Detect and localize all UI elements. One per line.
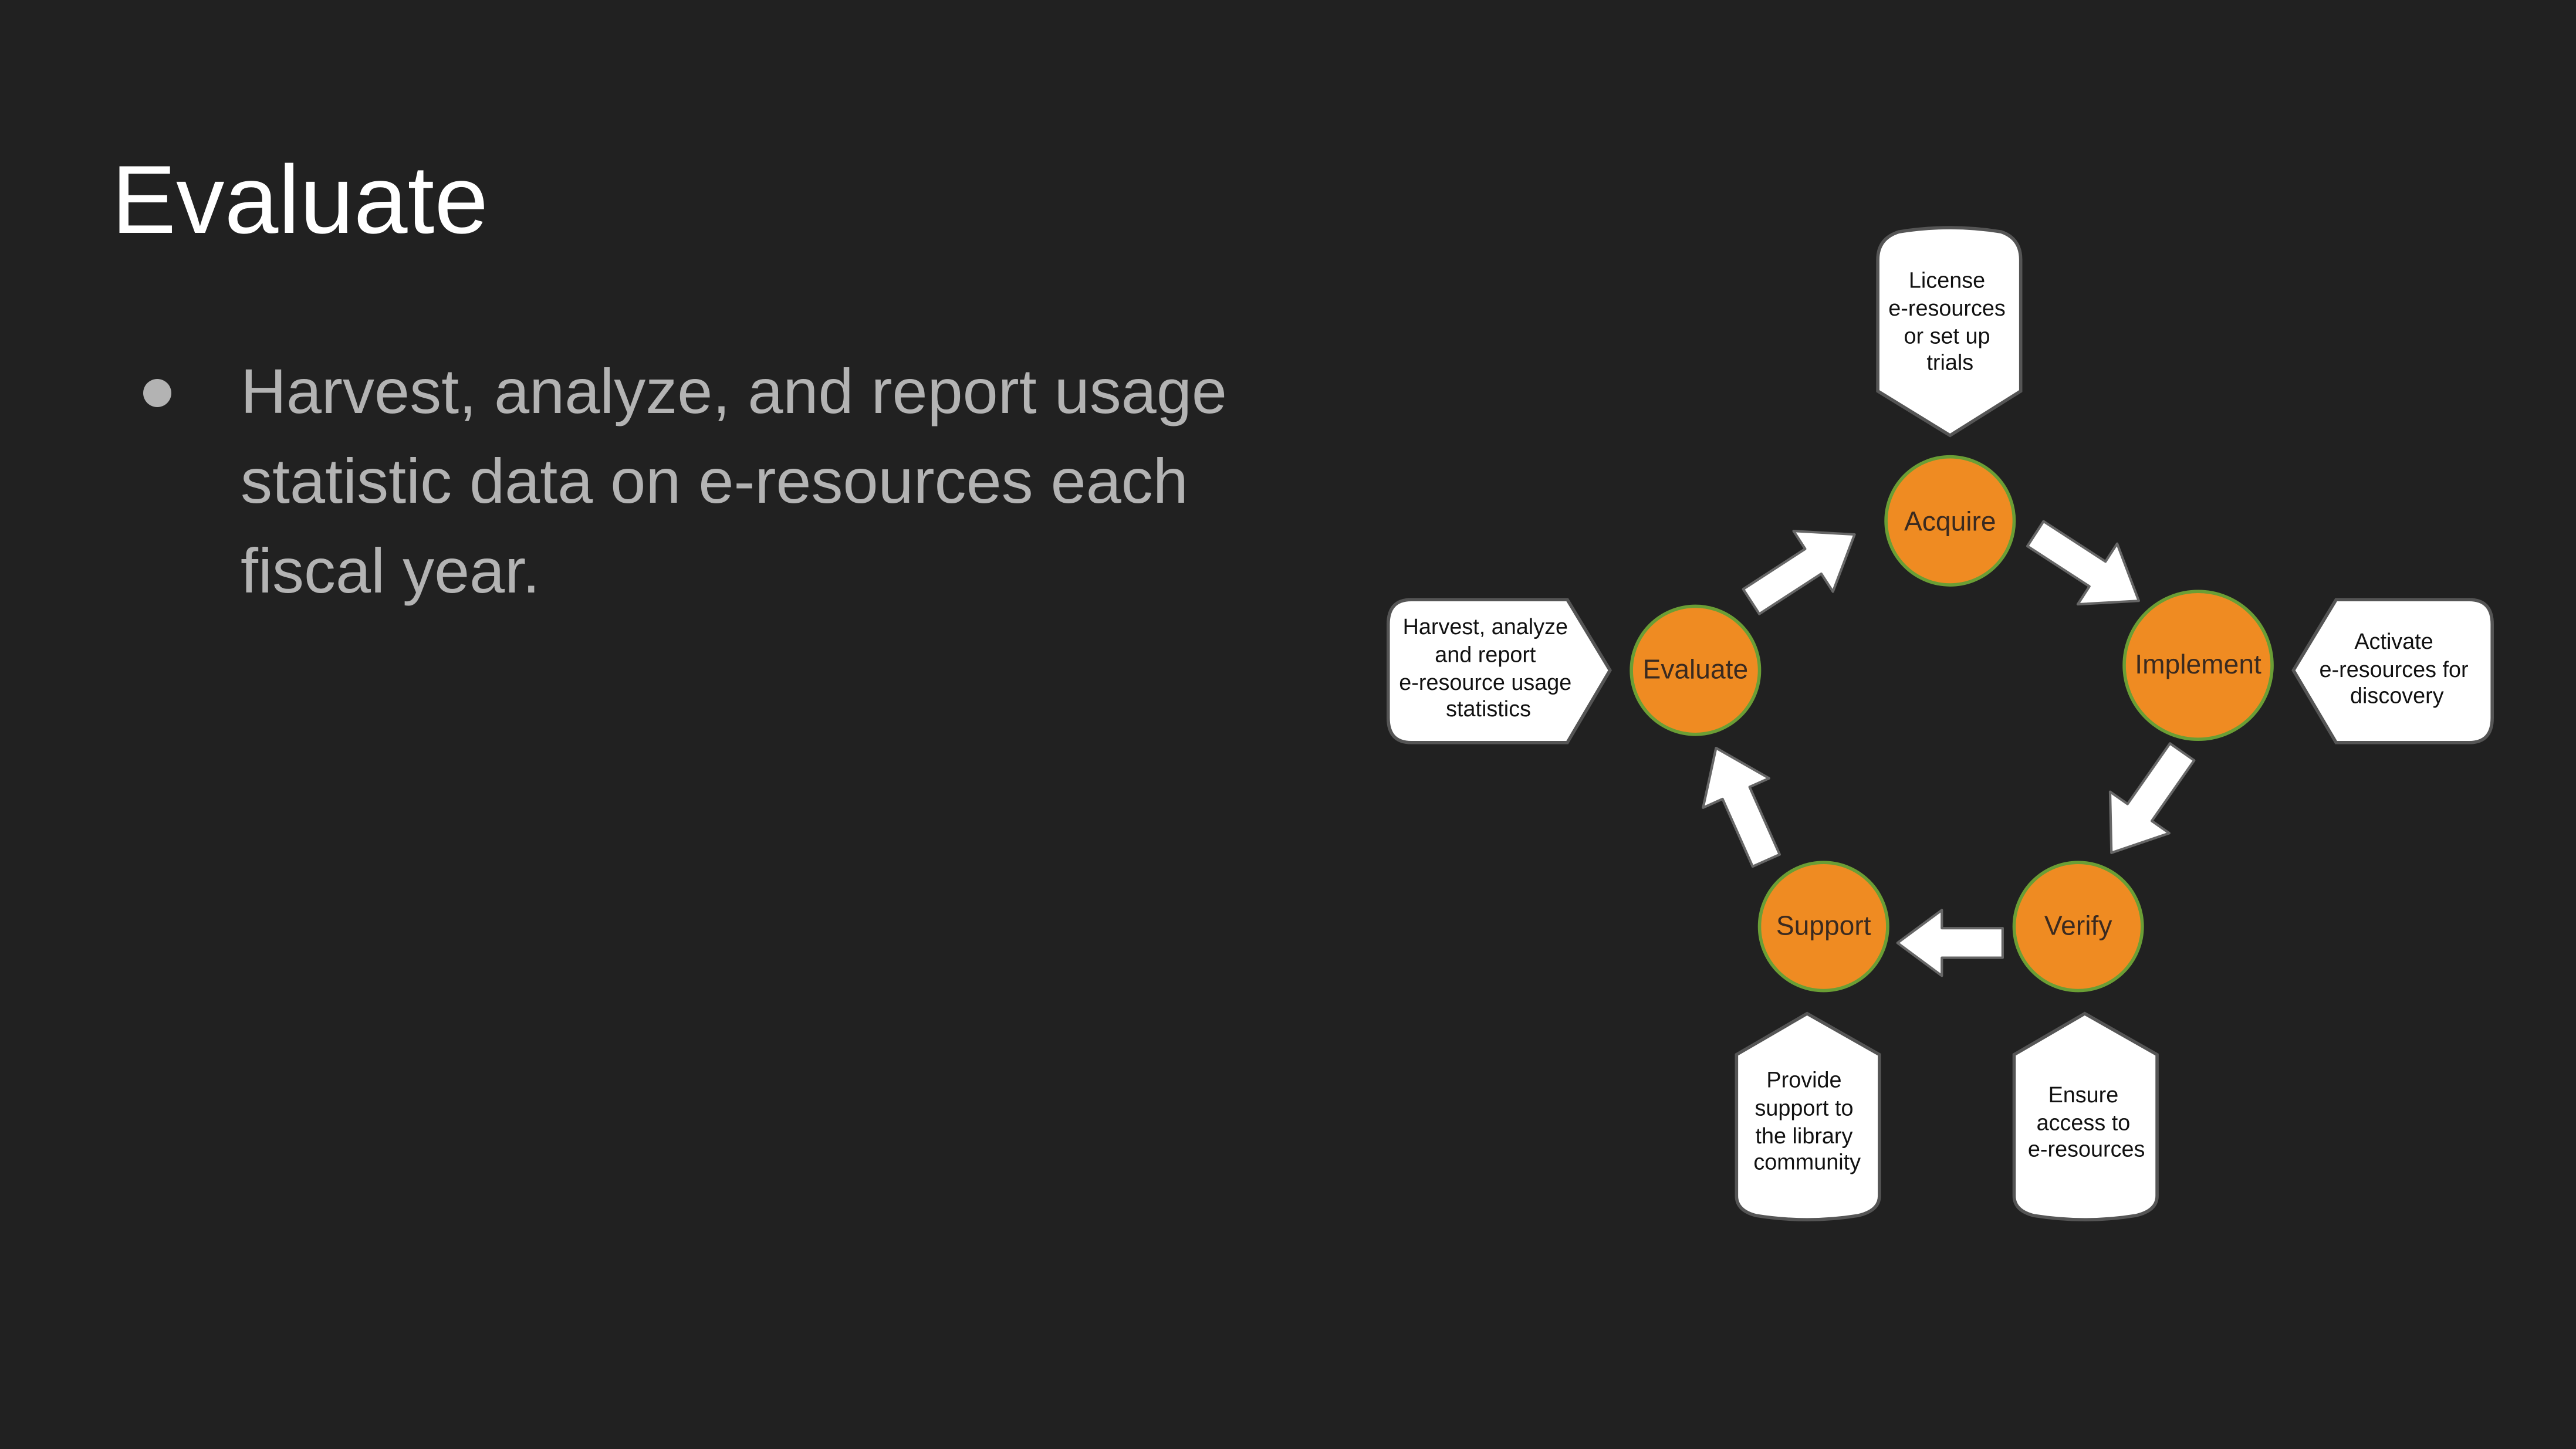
callout-verify-line: e-resources bbox=[2028, 1137, 2145, 1162]
node-implement: Implement bbox=[2122, 590, 2274, 741]
svg-text:Ensure access to: Ensure access to e-resources bbox=[2028, 1083, 2145, 1162]
callout-implement-line: e-resources for bbox=[2320, 658, 2469, 682]
bullet-line: Harvest, analyze, and report usage bbox=[241, 356, 1227, 426]
callout-support-shape bbox=[1735, 1011, 1881, 1221]
svg-text:Harvest, analyze and r: Harvest, analyze and report e-resource u… bbox=[1399, 615, 1578, 722]
callout-support-line: community bbox=[1753, 1150, 1861, 1175]
arrow-support-to-evaluate-icon bbox=[1702, 746, 1781, 868]
callout-implement: Activate e-resources for discovery bbox=[2291, 598, 2494, 744]
callout-implement-line: Activate bbox=[2354, 629, 2433, 654]
arrow-implement-to-verify-icon bbox=[2108, 742, 2196, 854]
node-acquire: Acquire bbox=[1884, 455, 2016, 587]
callout-verify-line: Ensure bbox=[2048, 1083, 2119, 1108]
node-evaluate: Evaluate bbox=[1630, 604, 1762, 736]
callout-evaluate-line: and report bbox=[1435, 643, 1536, 668]
svg-text:License e-resources: License e-resources or set up trials bbox=[1888, 268, 2012, 375]
callout-acquire-shape bbox=[1876, 226, 2023, 438]
arrow-evaluate-to-acquire-icon bbox=[1742, 530, 1856, 615]
bullet-item: Harvest, analyze, and report usage stati… bbox=[135, 346, 1320, 615]
bullet-dot-icon bbox=[143, 379, 171, 407]
node-evaluate-label: Evaluate bbox=[1642, 654, 1748, 685]
callout-support-line: Provide bbox=[1766, 1068, 1841, 1093]
callout-acquire: License e-resources or set up trials bbox=[1876, 226, 2023, 438]
callout-support-line: the library bbox=[1756, 1124, 1853, 1149]
callout-verify: Ensure access to e-resources bbox=[2012, 1011, 2159, 1221]
callout-evaluate-line: statistics bbox=[1446, 697, 1531, 722]
svg-text:Provide support to: Provide support to the library community bbox=[1753, 1068, 1861, 1175]
svg-text:Activate e-resources f: Activate e-resources for discovery bbox=[2320, 629, 2475, 708]
callout-acquire-line: e-resources bbox=[1888, 296, 2005, 321]
arrow-verify-to-support-icon bbox=[1896, 909, 2004, 977]
bullet-line: fiscal year. bbox=[241, 535, 540, 606]
callout-implement-shape bbox=[2291, 598, 2494, 744]
node-verify-label: Verify bbox=[2044, 910, 2112, 940]
callout-acquire-line: or set up bbox=[1904, 324, 1990, 348]
arrow-acquire-to-implement-icon bbox=[2026, 520, 2141, 606]
callout-evaluate-line: e-resource usage bbox=[1399, 671, 1571, 695]
callout-verify-line: access to bbox=[2037, 1111, 2131, 1136]
callout-implement-line: discovery bbox=[2350, 684, 2444, 709]
callout-evaluate-line: Harvest, analyze bbox=[1403, 615, 1568, 639]
callout-support-line: support to bbox=[1754, 1096, 1853, 1120]
node-implement-label: Implement bbox=[2135, 649, 2261, 679]
callout-verify-shape bbox=[2012, 1011, 2159, 1221]
callout-acquire-line: License bbox=[1909, 268, 1985, 293]
node-verify: Verify bbox=[2012, 861, 2144, 993]
callout-evaluate: Harvest, analyze and report e-resource u… bbox=[1386, 598, 1612, 744]
callout-acquire-line: trials bbox=[1926, 350, 1973, 375]
bullet-line: statistic data on e-resources each bbox=[241, 445, 1188, 516]
node-support-label: Support bbox=[1776, 910, 1871, 940]
callout-support: Provide support to the library community bbox=[1735, 1011, 1881, 1221]
node-support: Support bbox=[1757, 861, 1889, 993]
slide-title: Evaluate bbox=[111, 145, 489, 253]
callout-evaluate-shape bbox=[1386, 598, 1612, 744]
node-acquire-label: Acquire bbox=[1904, 506, 1996, 537]
bullet-list: Harvest, analyze, and report usage stati… bbox=[135, 346, 1320, 615]
